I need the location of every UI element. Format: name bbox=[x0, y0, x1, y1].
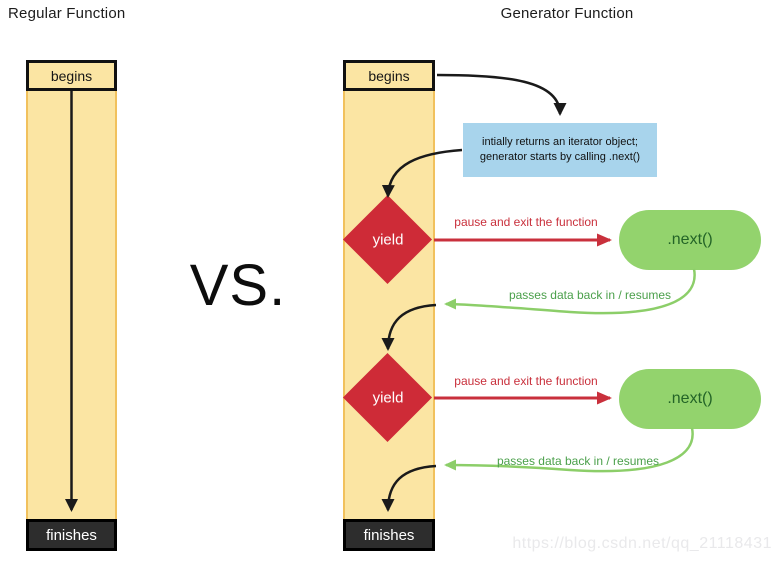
csdn-watermark: https://blog.csdn.net/qq_21118431 bbox=[512, 535, 772, 552]
regular-begins-box: begins bbox=[26, 60, 117, 91]
iterator-note-box: intially returns an iterator object; gen… bbox=[463, 123, 657, 177]
pause-exit-label-2: pause and exit the function bbox=[454, 374, 598, 388]
passes-data-label-1: passes data back in / resumes bbox=[508, 288, 672, 302]
generator-begins-to-note-arrow bbox=[436, 73, 567, 116]
generator-function-lifeline-band bbox=[343, 60, 435, 549]
regular-function-title: Regular Function bbox=[8, 5, 126, 22]
regular-function-lifeline-band bbox=[26, 60, 117, 549]
iterator-note-line1: intially returns an iterator object; bbox=[482, 136, 638, 149]
generator-finishes-box: finishes bbox=[343, 519, 435, 551]
versus-text: VS. bbox=[189, 253, 287, 318]
next-call-pill-1: .next() bbox=[619, 210, 761, 270]
generator-begins-box: begins bbox=[343, 60, 435, 91]
passes-data-label-2: passes data back in / resumes bbox=[496, 454, 660, 468]
yield-label-2: yield bbox=[372, 389, 404, 407]
pause-exit-label-1: pause and exit the function bbox=[454, 215, 598, 229]
yield-label-1: yield bbox=[372, 231, 404, 249]
iterator-note-line2: generator starts by calling .next() bbox=[479, 151, 641, 163]
generator-function-title: Generator Function bbox=[500, 5, 634, 22]
next-call-pill-2: .next() bbox=[619, 369, 761, 429]
regular-finishes-box: finishes bbox=[26, 519, 117, 551]
